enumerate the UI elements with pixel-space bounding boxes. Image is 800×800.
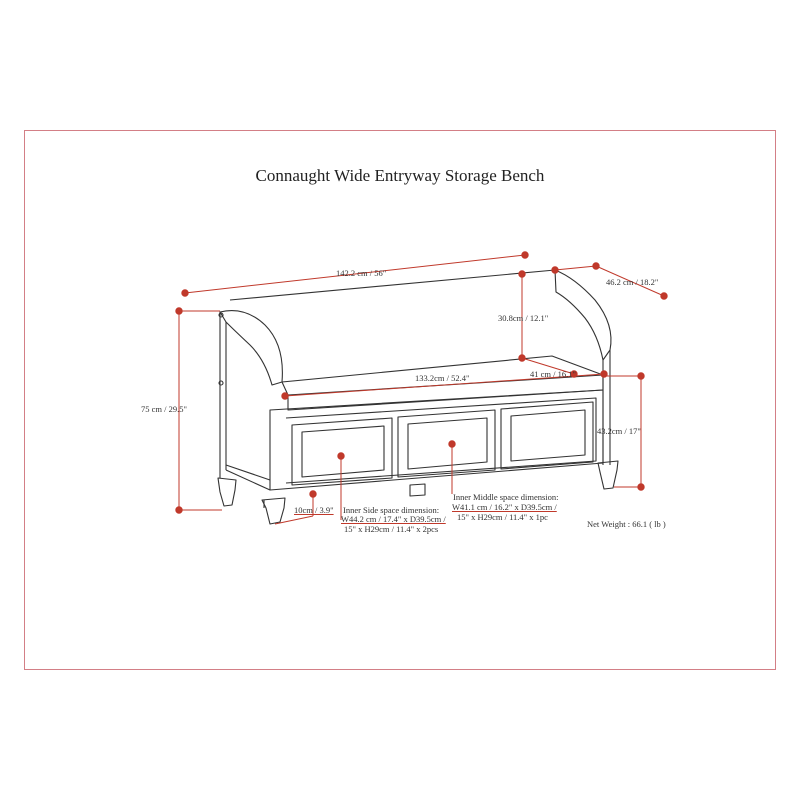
depth-label: 46.2 cm / 18.2" xyxy=(606,277,659,287)
border-frame xyxy=(24,130,776,670)
right-arm xyxy=(554,269,612,361)
leg-front-right xyxy=(597,460,619,490)
leg-middle xyxy=(409,483,426,497)
net-weight-label: Net Weight : 66.1 ( lb ) xyxy=(587,519,666,529)
overall-width-label: 142.2 cm / 56" xyxy=(336,268,387,278)
diagram-title: Connaught Wide Entryway Storage Bench xyxy=(255,166,545,185)
seat-depth-label: 41 cm / 16.1" xyxy=(530,369,576,379)
inner-middle-line2: 15" x H29cm / 11.4" x 1pc xyxy=(457,512,548,522)
left-arm xyxy=(219,310,283,386)
drawer-middle xyxy=(397,409,496,478)
inner-side-heading: Inner Side space dimension: xyxy=(343,505,440,515)
back-top-edge xyxy=(229,269,556,301)
seat-height-label: 43.2cm / 17" xyxy=(597,426,641,436)
drawer-right xyxy=(500,401,594,470)
inner-side-line1: W44.2 cm / 17.4" x D39.5cm / xyxy=(341,514,446,524)
inner-width-label: 133.2cm / 52.4" xyxy=(415,373,470,383)
leg-front-left xyxy=(261,497,286,525)
leg-back-left xyxy=(217,477,237,507)
leg-height-label: 10cm / 3.9" xyxy=(294,505,334,515)
inner-middle-line1: W41.1 cm / 16.2" x D39.5cm / xyxy=(452,502,557,512)
back-height-label: 30.8cm / 12.1" xyxy=(498,313,549,323)
overall-height-label: 75 cm / 29.5" xyxy=(141,404,187,414)
inner-middle-heading: Inner Middle space dimension: xyxy=(453,492,559,502)
inner-side-line2: 15" x H29cm / 11.4" x 2pcs xyxy=(344,524,439,534)
drawer-left xyxy=(291,417,393,486)
